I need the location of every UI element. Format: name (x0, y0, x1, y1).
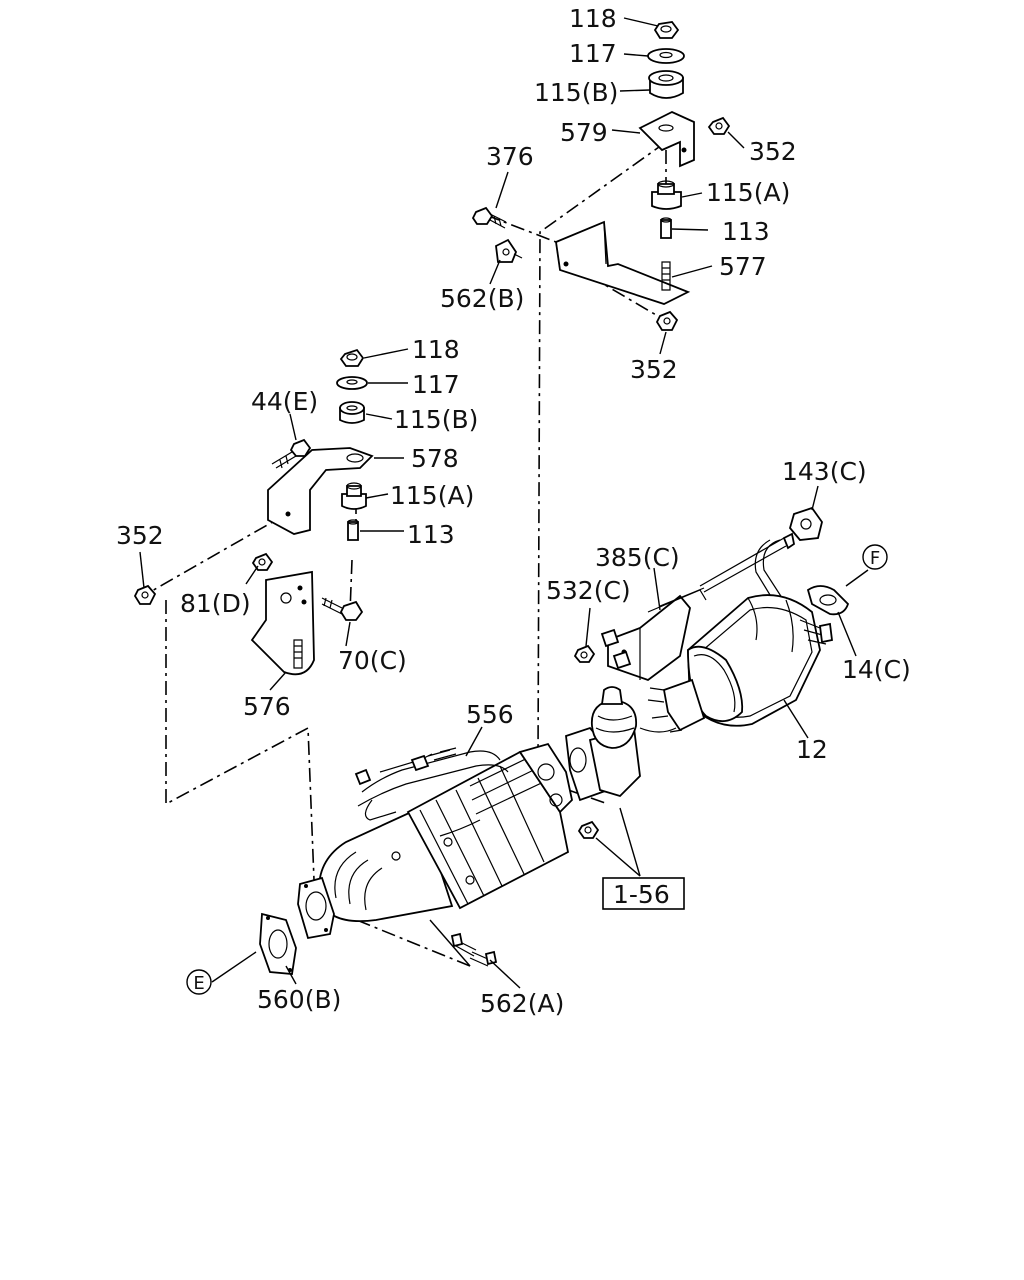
label-579: 579 (560, 118, 608, 147)
callout-labels: 118 117 115(B) 579 352 376 115(A) 113 57… (116, 4, 911, 1018)
label-115b-mid: 115(B) (394, 405, 478, 434)
leader-lines (139, 17, 869, 989)
label-117-top: 117 (569, 39, 617, 68)
valve-assembly (565, 686, 641, 839)
label-562a: 562(A) (480, 989, 564, 1018)
label-376: 376 (486, 142, 534, 171)
label-44e: 44(E) (251, 387, 318, 416)
label-143c: 143(C) (782, 457, 867, 486)
label-115a-mid: 115(A) (390, 481, 474, 510)
label-562b: 562(B) (440, 284, 524, 313)
label-118-mid: 118 (412, 335, 460, 364)
label-115b-top: 115(B) (534, 78, 618, 107)
top-mount-stack (471, 21, 731, 331)
label-118-top: 118 (569, 4, 617, 33)
label-578: 578 (411, 444, 459, 473)
label-556: 556 (466, 700, 514, 729)
label-352-top: 352 (749, 137, 797, 166)
label-81d: 81(D) (180, 589, 251, 618)
bracket-385c-group (573, 506, 823, 682)
middle-mount-stack (133, 348, 374, 676)
catalyst-assembly (297, 742, 573, 967)
label-113-top: 113 (722, 217, 770, 246)
gasket-560b (259, 912, 297, 975)
label-560b: 560(B) (257, 985, 341, 1014)
label-385c: 385(C) (595, 543, 680, 572)
muffler-12 (639, 585, 850, 733)
label-117-mid: 117 (412, 370, 460, 399)
assembly-ref-box (602, 877, 685, 910)
label-352-mid: 352 (630, 355, 678, 384)
label-577: 577 (719, 252, 767, 281)
label-115a-top: 115(A) (706, 178, 790, 207)
marker-f-circle (862, 544, 888, 570)
marker-e-label: E (193, 973, 204, 994)
marker-e-circle (186, 969, 212, 995)
label-576: 576 (243, 692, 291, 721)
label-14c: 14(C) (842, 655, 911, 684)
label-532c: 532(C) (546, 576, 631, 605)
label-1-56: 1-56 (613, 880, 670, 909)
label-113-mid: 113 (407, 520, 455, 549)
label-70c: 70(C) (338, 646, 407, 675)
label-352-left: 352 (116, 521, 164, 550)
label-12: 12 (796, 735, 828, 764)
marker-f-label: F (870, 548, 880, 569)
